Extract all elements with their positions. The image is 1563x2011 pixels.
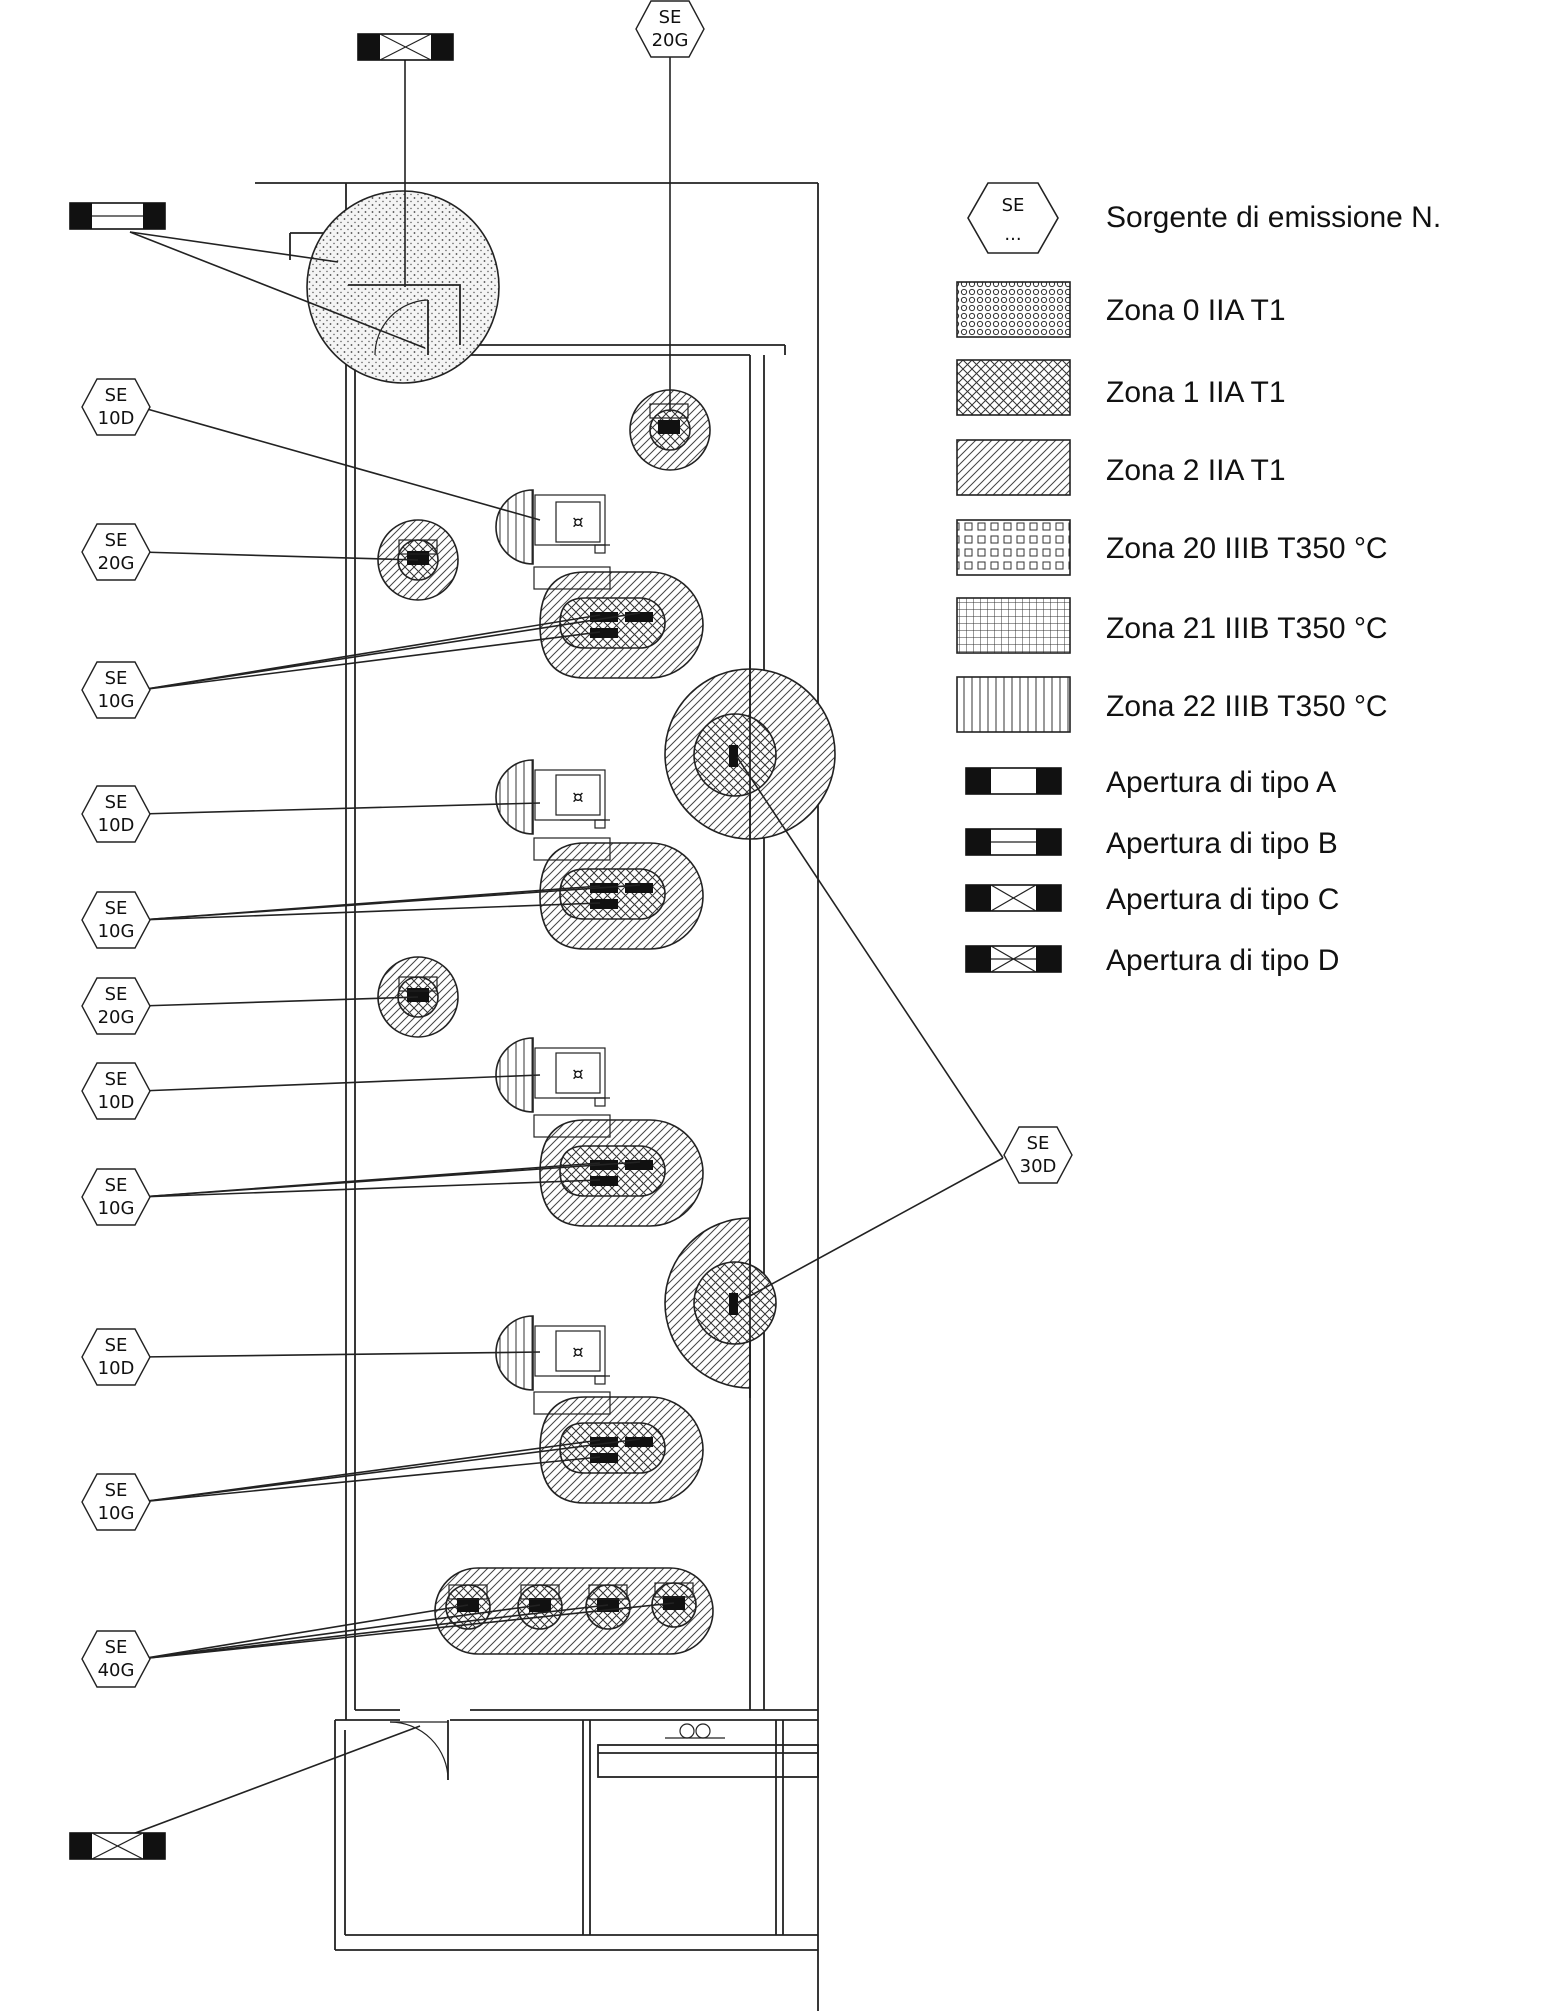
se-tag-20g-1: SE 20G xyxy=(81,523,151,581)
legend-opening-b-symbol xyxy=(965,828,1062,856)
se-tag-10d-1: SE 10D xyxy=(81,378,151,436)
svg-text:20G: 20G xyxy=(652,30,689,51)
legend-zone0-swatch xyxy=(956,281,1071,338)
svg-text:10D: 10D xyxy=(98,815,135,836)
opening-type-b-left xyxy=(69,202,166,230)
svg-text:SE: SE xyxy=(105,385,128,406)
pump-1: ¤ xyxy=(534,494,610,554)
svg-text:10D: 10D xyxy=(98,1358,135,1379)
zone-22-se10d-1 xyxy=(495,489,534,565)
se-tag-20g-top: SE 20G xyxy=(635,0,705,58)
legend-zone22-swatch xyxy=(956,676,1071,733)
svg-text:SE: SE xyxy=(105,1480,128,1501)
svg-text:SE: SE xyxy=(105,898,128,919)
legend-zone2-label: Zona 2 IIA T1 xyxy=(1106,454,1286,487)
pump-4: ¤ xyxy=(534,1325,610,1385)
legend: SE ... Sorgente di emissione N. Zona 0 I… xyxy=(956,182,1441,977)
svg-text:10G: 10G xyxy=(98,1503,135,1524)
legend-source-label: Sorgente di emissione N. xyxy=(1106,201,1441,234)
se-tag-40g: SE 40G xyxy=(81,1630,151,1688)
se-tag-20g-2: SE 20G xyxy=(81,977,151,1035)
svg-text:¤: ¤ xyxy=(572,1342,583,1363)
pump-3: ¤ xyxy=(534,1047,610,1107)
legend-opening-c-symbol xyxy=(965,884,1062,912)
zone-22-se10d-2 xyxy=(495,759,534,835)
svg-text:SE: SE xyxy=(105,1637,128,1658)
legend-zone21-swatch xyxy=(956,597,1071,654)
se-tag-10g-1: SE 10G xyxy=(81,661,151,719)
zone-2-se40g xyxy=(434,1567,714,1655)
se-tag-10d-3: SE 10D xyxy=(81,1062,151,1120)
svg-text:20G: 20G xyxy=(98,553,135,574)
svg-text:SE: SE xyxy=(1027,1133,1050,1154)
svg-text:SE: SE xyxy=(105,1175,128,1196)
svg-text:20G: 20G xyxy=(98,1007,135,1028)
svg-text:¤: ¤ xyxy=(572,1064,583,1085)
svg-text:10G: 10G xyxy=(98,1198,135,1219)
svg-text:30D: 30D xyxy=(1020,1156,1057,1177)
ventilation-opening-zone xyxy=(306,190,500,384)
legend-opening-b-label: Apertura di tipo B xyxy=(1106,827,1338,860)
se-tag-10g-3: SE 10G xyxy=(81,1168,151,1226)
building-outline xyxy=(255,182,819,2011)
svg-text:¤: ¤ xyxy=(572,512,583,533)
legend-opening-c-label: Apertura di tipo C xyxy=(1106,883,1339,916)
svg-text:10G: 10G xyxy=(98,691,135,712)
hazard-zones xyxy=(306,190,836,1655)
svg-text:SE: SE xyxy=(1002,195,1025,216)
se-tag-10g-2: SE 10G xyxy=(81,891,151,949)
legend-zone20-label: Zona 20 IIIB T350 °C xyxy=(1106,532,1388,565)
legend-zone1-label: Zona 1 IIA T1 xyxy=(1106,376,1286,409)
svg-text:SE: SE xyxy=(105,1069,128,1090)
legend-zone20-swatch xyxy=(956,519,1071,576)
zone-2-se30d-upper xyxy=(749,668,836,840)
pump-2: ¤ xyxy=(534,769,610,829)
legend-zone2-swatch xyxy=(956,439,1071,496)
leader-lines xyxy=(121,55,1004,1839)
svg-text:SE: SE xyxy=(105,1335,128,1356)
legend-opening-a-label: Apertura di tipo A xyxy=(1106,766,1336,799)
legend-source-symbol: SE ... xyxy=(967,182,1059,254)
legend-opening-d-symbol xyxy=(965,945,1062,973)
opening-type-c-top xyxy=(357,33,454,61)
svg-text:SE: SE xyxy=(659,7,682,28)
se-tag-10d-2: SE 10D xyxy=(81,785,151,843)
se-tag-10d-4: SE 10D xyxy=(81,1328,151,1386)
svg-text:...: ... xyxy=(1004,224,1021,245)
svg-text:SE: SE xyxy=(105,530,128,551)
legend-zone21-label: Zona 21 IIIB T350 °C xyxy=(1106,612,1388,645)
svg-text:10D: 10D xyxy=(98,408,135,429)
svg-text:¤: ¤ xyxy=(572,787,583,808)
legend-zone0-label: Zona 0 IIA T1 xyxy=(1106,294,1286,327)
legend-zone22-label: Zona 22 IIIB T350 °C xyxy=(1106,690,1388,723)
svg-text:10D: 10D xyxy=(98,1092,135,1113)
legend-opening-a-symbol xyxy=(965,767,1062,795)
svg-text:SE: SE xyxy=(105,668,128,689)
se-tag-10g-4: SE 10G xyxy=(81,1473,151,1531)
svg-text:10G: 10G xyxy=(98,921,135,942)
se-tag-30d: SE 30D xyxy=(1003,1126,1073,1184)
svg-text:SE: SE xyxy=(105,792,128,813)
legend-opening-d-label: Apertura di tipo D xyxy=(1106,944,1339,977)
legend-zone1-swatch xyxy=(956,359,1071,416)
svg-text:SE: SE xyxy=(105,984,128,1005)
svg-text:40G: 40G xyxy=(98,1660,135,1681)
opening-type-c-bottom xyxy=(69,1832,166,1860)
